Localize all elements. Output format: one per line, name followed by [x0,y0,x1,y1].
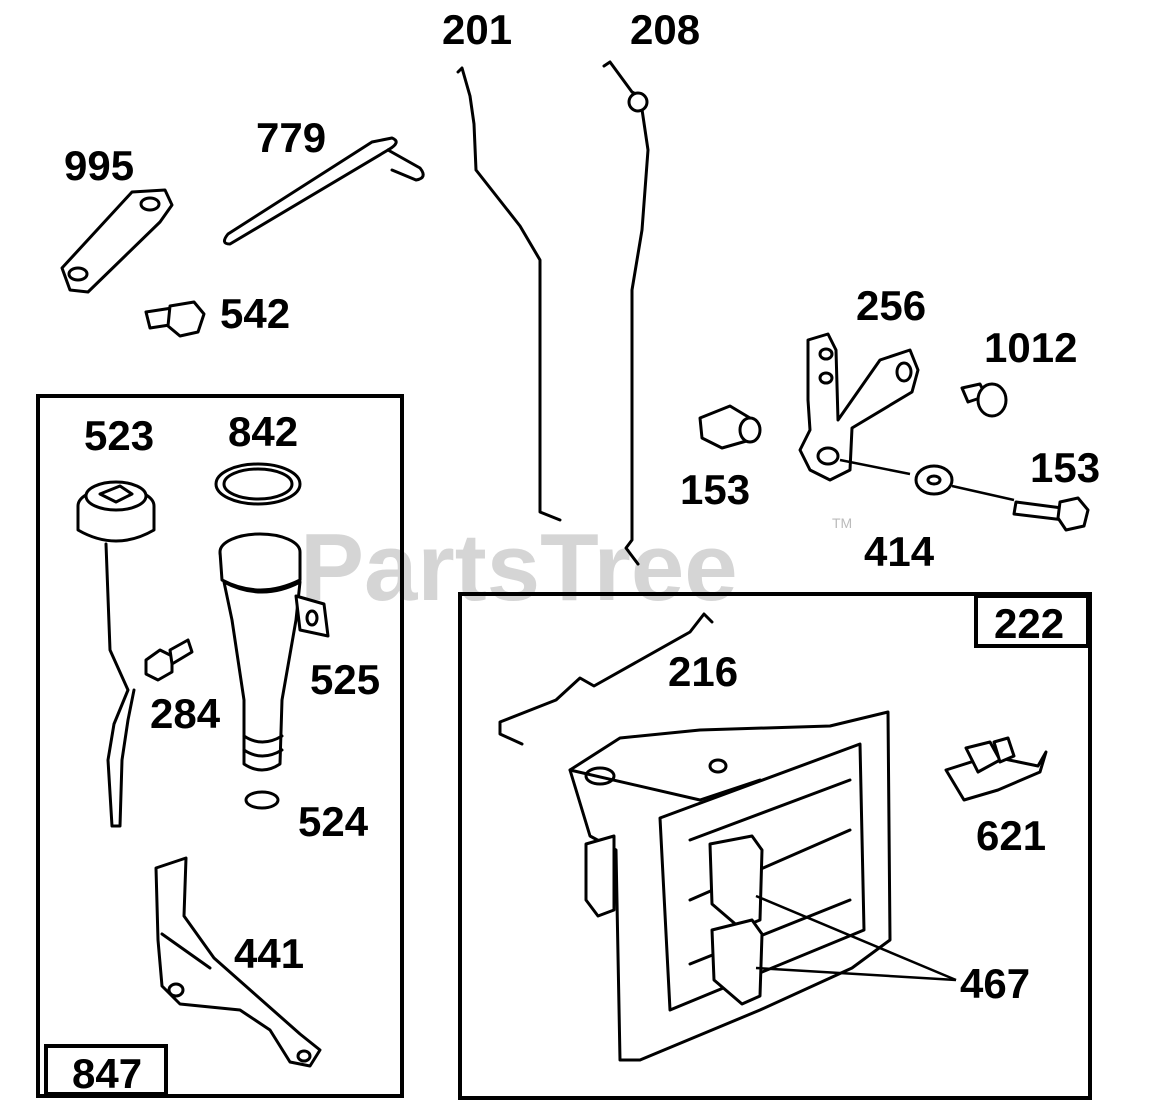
kit-222-label: 222 [994,600,1064,647]
part-284-bolt[interactable] [144,638,194,682]
label-1012: 1012 [984,324,1077,371]
label-256: 256 [856,282,926,329]
label-208: 208 [630,6,700,53]
part-842-oring[interactable] [214,462,302,506]
part-153-screw[interactable] [1012,496,1090,532]
kit-222-tag [974,594,1090,648]
kit-847-tag [44,1044,168,1096]
label-153-screw: 153 [1030,444,1100,491]
part-621-clip[interactable] [944,736,1048,802]
label-621: 621 [976,812,1046,859]
label-201: 201 [442,6,512,53]
watermark-trademark: TM [832,515,852,531]
part-542-bolt[interactable] [144,300,206,338]
label-779: 779 [256,114,326,161]
label-414: 414 [864,528,935,575]
watermark-text: PartsTree [300,514,738,621]
part-467-pads[interactable] [708,834,957,1006]
label-995: 995 [64,142,134,189]
part-995-bracket[interactable] [60,188,174,294]
label-542: 542 [220,290,290,337]
part-441-bracket[interactable] [154,856,322,1068]
part-201-link-rod[interactable] [456,66,562,522]
part-779-spring[interactable] [223,136,425,246]
part-414-washer[interactable] [839,458,1015,502]
part-216-wire[interactable] [498,612,714,746]
part-524-oring[interactable] [244,790,280,810]
label-525: 525 [310,656,380,703]
kit-847-box [36,394,404,1098]
kit-847-label: 847 [72,1050,142,1097]
part-525-tube[interactable] [218,532,330,772]
part-1012-screw[interactable] [960,382,1008,418]
part-523-dipstick[interactable] [76,480,156,828]
label-153-bushing: 153 [680,466,750,513]
label-467: 467 [960,960,1030,1007]
part-208-link-rod[interactable] [602,60,650,566]
label-524: 524 [298,798,369,845]
label-216: 216 [668,648,738,695]
label-441: 441 [234,930,304,977]
kit-222-box [458,592,1092,1100]
label-523: 523 [84,412,154,459]
label-842: 842 [228,408,298,455]
part-256-bracket[interactable] [798,332,920,482]
part-153-bushing[interactable] [698,404,762,450]
label-284: 284 [150,690,221,737]
